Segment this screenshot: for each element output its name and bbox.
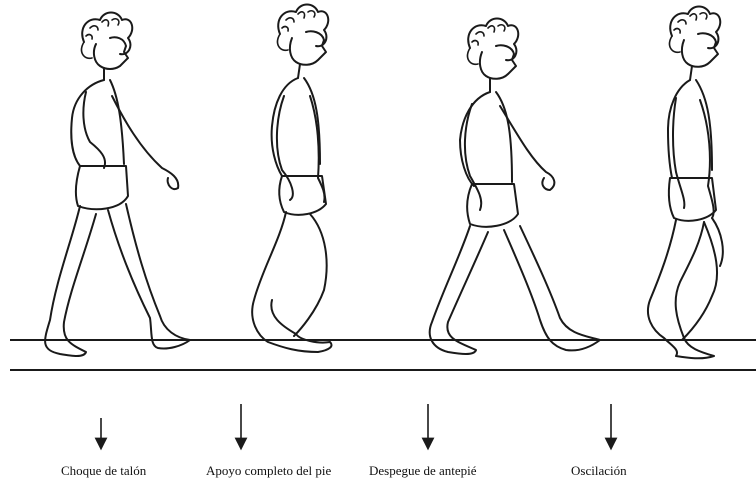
phase-label-heel-strike: Choque de talón xyxy=(61,463,146,479)
phase-label-swing: Oscilación xyxy=(571,463,627,479)
walker-figure-swing xyxy=(648,7,723,359)
phase-label-toe-off: Despegue de antepié xyxy=(369,463,477,479)
phase-label-full-contact: Apoyo completo del pie xyxy=(206,463,331,479)
walker-figure-heel-strike xyxy=(45,13,190,357)
walker-figure-toe-off xyxy=(430,19,600,355)
walker-figure-full-contact xyxy=(252,5,331,353)
